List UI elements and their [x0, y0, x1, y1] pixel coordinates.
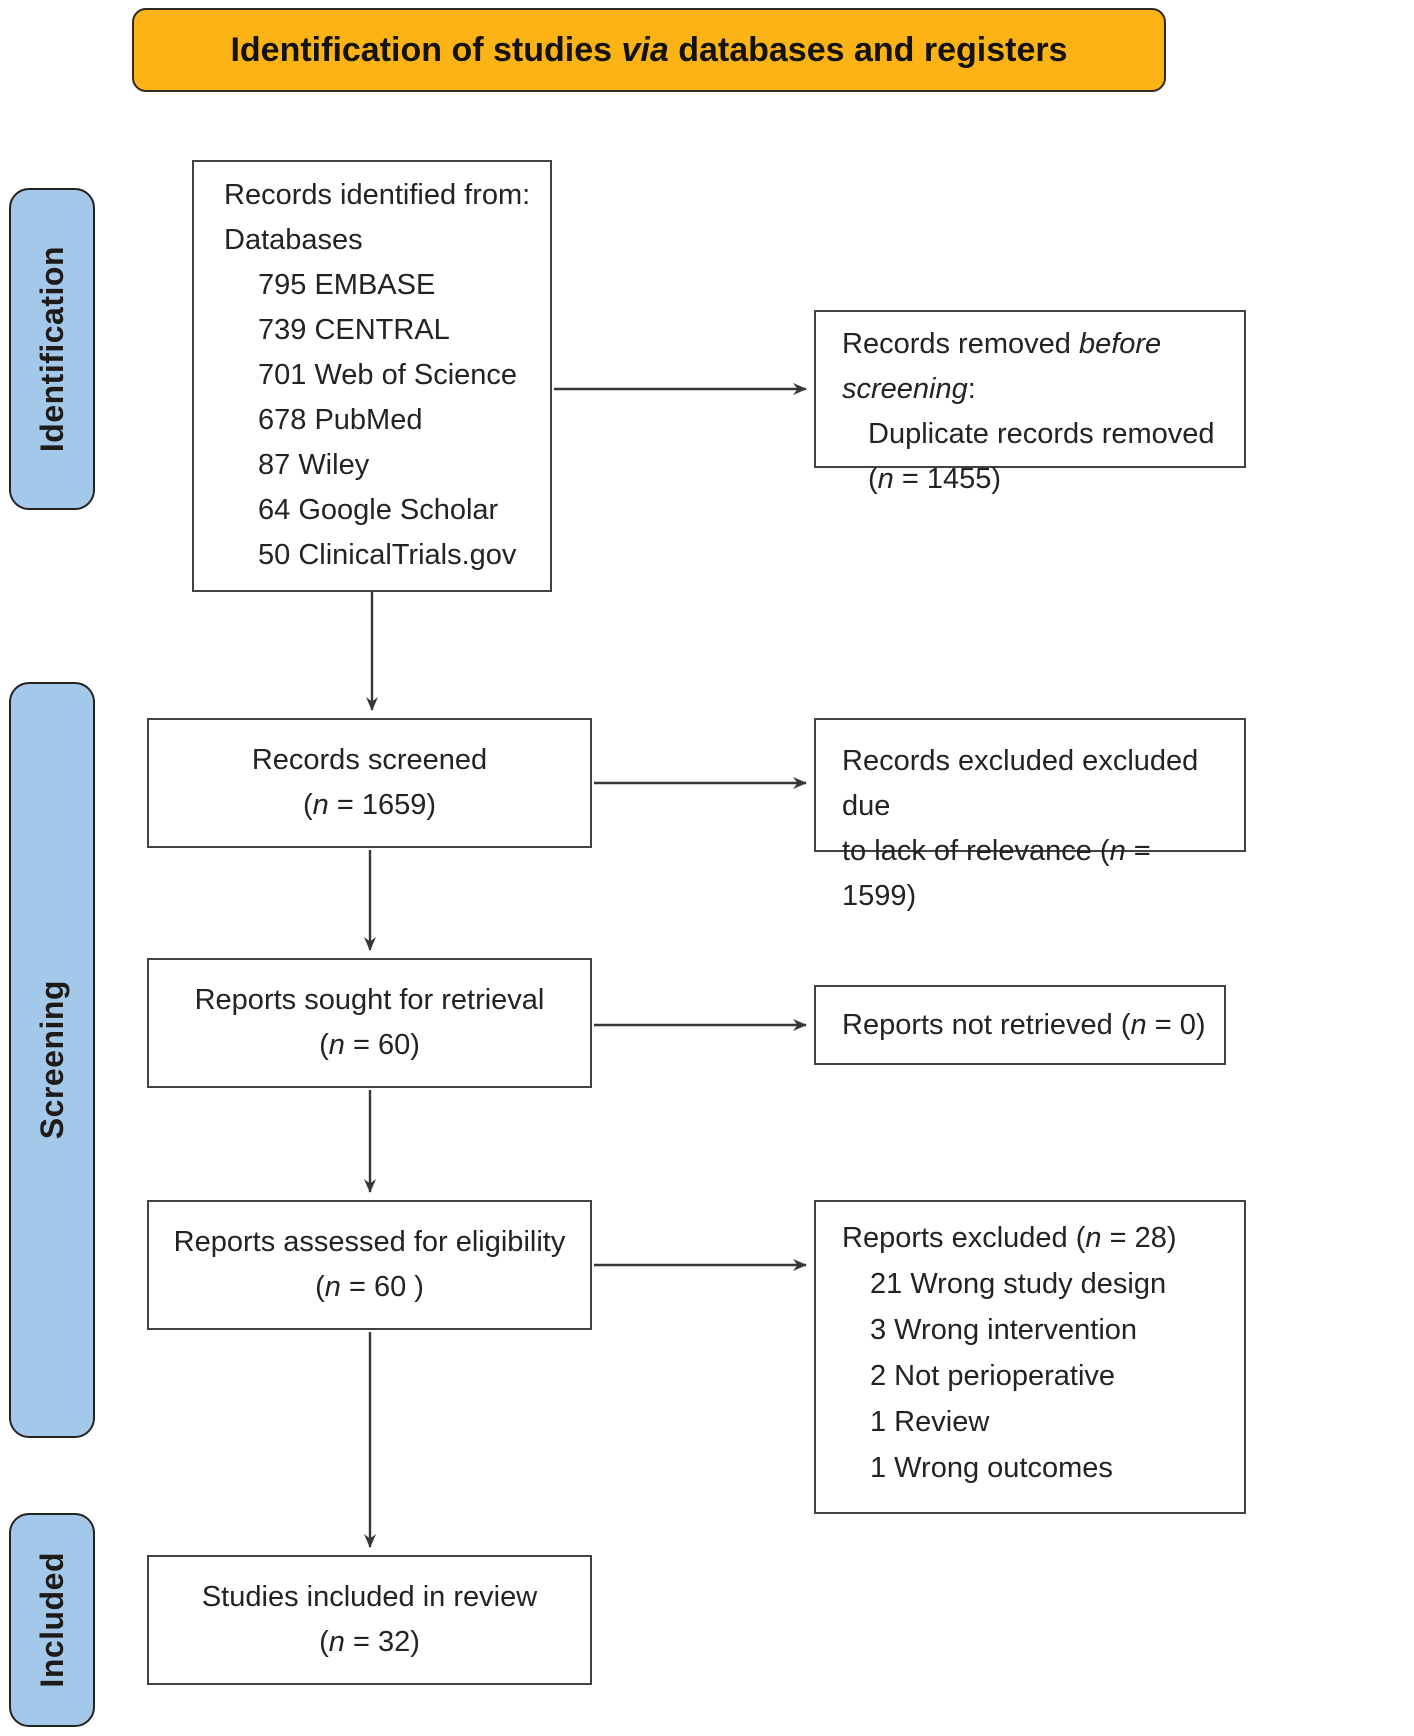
- n-symbol: n: [1085, 1222, 1102, 1254]
- stage-label-screening-text: Screening: [33, 980, 70, 1140]
- box-studies-included: Studies included in review (n = 32): [147, 1555, 592, 1685]
- equals-sign: =: [1154, 1008, 1172, 1041]
- reports-assessed-title: Reports assessed for eligibility: [173, 1226, 566, 1258]
- exclusion-reason: 1 Review: [870, 1406, 990, 1438]
- paren: (: [1075, 1222, 1086, 1254]
- n-stat: (n = 1455): [842, 457, 1224, 502]
- n-value: 60: [373, 1271, 415, 1303]
- equals-sign: =: [1133, 835, 1151, 867]
- reports-excluded-label: Reports excluded: [842, 1222, 1076, 1254]
- box-records-identified: Records identified from: Databases 795 E…: [192, 160, 552, 592]
- paren: ): [426, 789, 437, 821]
- stage-label-identification: Identification: [9, 188, 95, 510]
- paren: (: [315, 1271, 325, 1303]
- paren: ): [410, 1029, 420, 1061]
- exclusion-reason: 21 Wrong study design: [870, 1268, 1167, 1300]
- records-identified-title: Records identified from:: [224, 179, 531, 211]
- n-symbol: n: [328, 1029, 345, 1061]
- paren: (: [319, 1626, 329, 1658]
- studies-included-title: Studies included in review: [201, 1581, 538, 1613]
- source-item: 739 CENTRAL: [258, 314, 450, 346]
- n-symbol: n: [312, 789, 329, 821]
- source-item: 795 EMBASE: [258, 269, 436, 301]
- records-identified-subtitle: Databases: [224, 224, 363, 256]
- paren: (: [302, 789, 313, 821]
- n-stat: (n = 1659): [303, 783, 436, 828]
- paren: ): [414, 1271, 424, 1303]
- n-value: 32: [377, 1626, 411, 1658]
- exclusion-reason: 3 Wrong intervention: [870, 1314, 1138, 1346]
- n-symbol: n: [324, 1271, 341, 1303]
- banner-text-before: Identification of studies: [230, 30, 622, 69]
- n-value: 1455: [926, 463, 992, 495]
- box-reports-assessed: Reports assessed for eligibility (n = 60…: [147, 1200, 592, 1330]
- reports-not-retrieved-text: Reports not retrieved (n = 0): [842, 1003, 1206, 1048]
- records-removed-title: Records removed before screening:: [842, 328, 1161, 405]
- n-stat: (n = 32): [319, 1620, 420, 1665]
- source-item: 64 Google Scholar: [258, 494, 499, 526]
- n-symbol: n: [1130, 1008, 1147, 1041]
- paren: (: [1099, 835, 1110, 867]
- stage-label-included-text: Included: [33, 1552, 70, 1688]
- equals-sign: =: [352, 1626, 370, 1658]
- stage-label-included: Included: [9, 1513, 95, 1727]
- equals-sign: =: [352, 1029, 370, 1061]
- box-reports-excluded: Reports excluded (n = 28) 21 Wrong study…: [814, 1200, 1246, 1514]
- exclusion-reason: 2 Not perioperative: [870, 1360, 1116, 1392]
- records-screened-title: Records screened: [251, 744, 488, 776]
- n-symbol: n: [1109, 835, 1126, 867]
- banner-text-after: databases and registers: [668, 30, 1068, 69]
- records-excluded-line1: Records excluded excluded due: [842, 745, 1199, 822]
- n-value: 1599: [842, 880, 907, 912]
- n-value: 60: [377, 1029, 411, 1061]
- box-reports-sought: Reports sought for retrieval (n = 60): [147, 958, 592, 1088]
- equals-sign: =: [348, 1271, 366, 1303]
- n-stat: (n = 60 ): [315, 1265, 424, 1310]
- source-item: 50 ClinicalTrials.gov: [258, 539, 517, 571]
- reports-excluded-title: Reports excluded (n = 28): [842, 1222, 1177, 1254]
- n-stat: (n = 28): [1076, 1222, 1177, 1254]
- reports-not-retrieved-label: Reports not retrieved: [842, 1008, 1121, 1041]
- equals-sign: =: [1109, 1222, 1127, 1254]
- box-reports-not-retrieved: Reports not retrieved (n = 0): [814, 985, 1226, 1065]
- equals-sign: =: [336, 789, 354, 821]
- paren: ): [906, 880, 917, 912]
- box-records-excluded: Records excluded excluded due to lack of…: [814, 718, 1246, 912]
- duplicates-removed-text: Duplicate records removed: [868, 418, 1215, 450]
- records-excluded-line2: to lack of relevance: [842, 835, 1100, 867]
- box-records-screened: Records screened (n = 1659): [147, 718, 592, 848]
- stage-label-identification-text: Identification: [33, 245, 70, 453]
- source-item: 87 Wiley: [258, 449, 370, 481]
- source-item: 678 PubMed: [258, 404, 423, 436]
- paren: ): [1195, 1008, 1206, 1041]
- reports-sought-title: Reports sought for retrieval: [194, 984, 545, 1016]
- box-records-removed: Records removed before screening: Duplic…: [814, 310, 1246, 495]
- paren: ): [410, 1626, 420, 1658]
- records-removed-italic: before screening: [842, 328, 1162, 405]
- exclusion-reason: 1 Wrong outcomes: [870, 1452, 1113, 1484]
- paren: ): [991, 463, 1002, 495]
- records-removed-text: Records removed: [842, 328, 1079, 360]
- records-removed-colon: :: [967, 373, 976, 405]
- paren: (: [319, 1029, 329, 1061]
- equals-sign: =: [901, 463, 919, 495]
- banner-title: Identification of studies via databases …: [230, 31, 1067, 70]
- n-symbol: n: [877, 463, 894, 495]
- n-value: 0: [1179, 1008, 1196, 1041]
- banner-text-italic: via: [621, 30, 669, 69]
- n-symbol: n: [328, 1626, 345, 1658]
- n-value: 28: [1134, 1222, 1167, 1254]
- n-stat: (n = 60): [319, 1023, 420, 1068]
- paren: (: [1120, 1008, 1131, 1041]
- stage-label-screening: Screening: [9, 682, 95, 1438]
- source-item: 701 Web of Science: [258, 359, 518, 391]
- n-stat: (n = 1599): [842, 835, 1151, 912]
- n-value: 1659: [361, 789, 427, 821]
- paren: (: [868, 463, 878, 495]
- title-banner: Identification of studies via databases …: [132, 8, 1166, 92]
- n-stat: (n = 0): [1121, 1009, 1206, 1041]
- paren: ): [1166, 1222, 1177, 1254]
